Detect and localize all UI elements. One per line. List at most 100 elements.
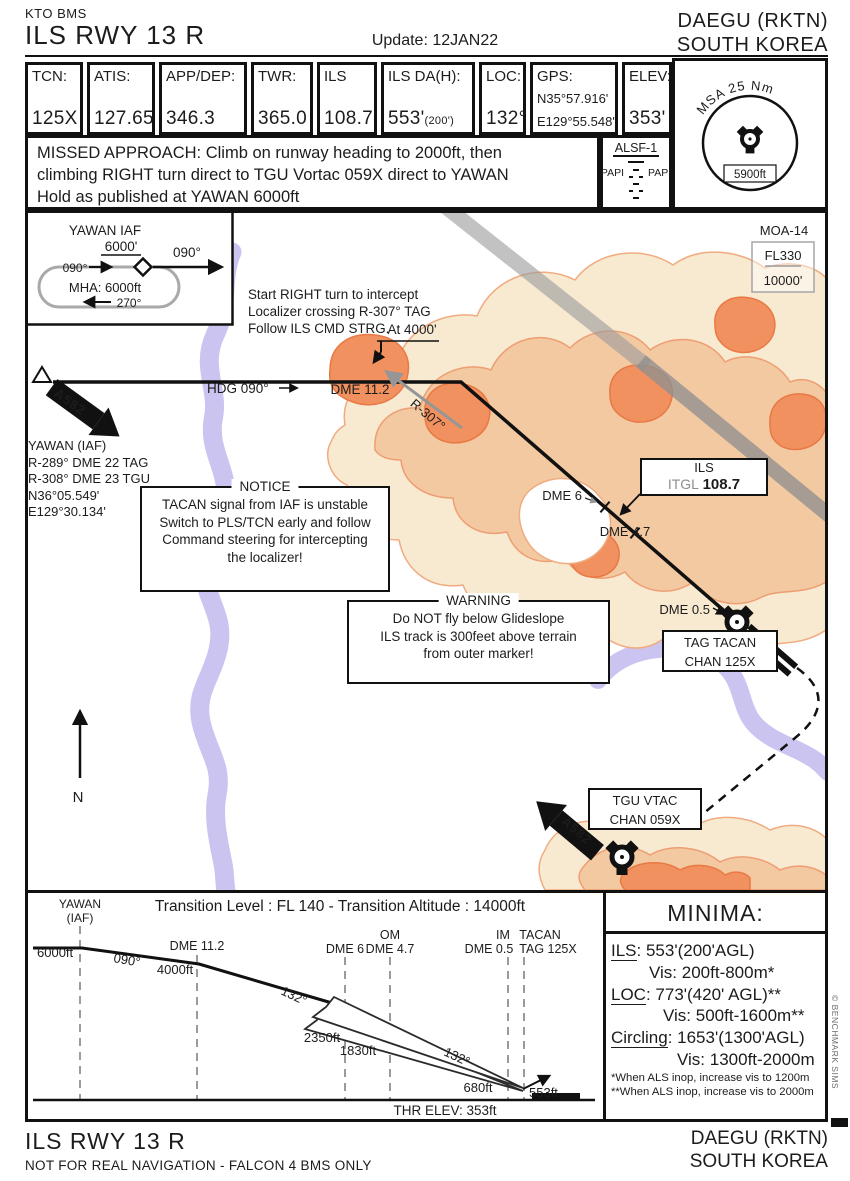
start-turn-note: Start RIGHT turn to intercept Localizer … bbox=[248, 286, 431, 337]
da-label: ILS DA(H): bbox=[388, 68, 461, 85]
north-label: N bbox=[73, 789, 84, 806]
ils-freq-box: ILS 108.7 bbox=[317, 62, 377, 135]
approach-track bbox=[53, 380, 739, 624]
notice-line1: TACAN signal from IAF is unstable bbox=[162, 497, 368, 512]
profile-runway-bar bbox=[532, 1093, 580, 1100]
update-date: Update: 12JAN22 bbox=[371, 32, 499, 49]
twr-label: TWR: bbox=[258, 68, 297, 85]
tgu-vtac-box: TGU VTAC CHAN 059X bbox=[588, 788, 702, 830]
minima-loc-value: : 773'(420' AGL)** bbox=[645, 984, 781, 1004]
elev-box: ELEV: 353' bbox=[622, 62, 672, 135]
moa-box: MOA-14 FL330 10000' bbox=[751, 223, 815, 293]
minima-circling-value: : 1653'(1300'AGL) bbox=[667, 1028, 805, 1047]
profile-tag125x: TAG 125X bbox=[519, 942, 577, 956]
gps-box: GPS: N35°57.916' E129°55.548' bbox=[530, 62, 618, 135]
tcn-label: TCN: bbox=[32, 68, 67, 85]
minima-circling-row: Circling: 1653'(1300'AGL) bbox=[611, 1027, 821, 1049]
notice-line3: Command steering for intercepting bbox=[162, 532, 368, 548]
ils-callout-ident: ITGL bbox=[667, 476, 699, 493]
tacan-icon bbox=[736, 125, 764, 154]
profile-dme47: DME 4.7 bbox=[366, 942, 415, 956]
gps-lon: E129°55.548' bbox=[537, 113, 615, 129]
dme47-tick bbox=[629, 527, 641, 539]
profile-dme05: DME 0.5 bbox=[465, 942, 514, 956]
ils-value: 108.7 bbox=[324, 108, 374, 129]
north-arrow: N bbox=[71, 708, 89, 806]
appdep-value: 346.3 bbox=[166, 108, 216, 129]
atis-box: ATIS: 127.65 bbox=[87, 62, 155, 135]
msa-circle bbox=[701, 94, 799, 192]
minima-loc-label: LOC bbox=[611, 984, 646, 1005]
plan-view-map: MOA-14 FL330 10000' YAWAN IAF 6000' 090°… bbox=[25, 210, 828, 893]
hold-exit-course: 090° bbox=[173, 245, 201, 260]
copyright-label: © BENCHMARK SIMS bbox=[830, 995, 840, 1090]
airway-corridor bbox=[437, 210, 828, 525]
iaf-info-block: YAWAN (IAF) R-289° DME 22 TAG R-308° DME… bbox=[28, 438, 150, 521]
moa-upper: FL330 bbox=[765, 248, 802, 263]
tcn-box: TCN: 125X bbox=[25, 62, 83, 135]
holding-inset: YAWAN IAF 6000' 090° 090° MHA: 6000ft 27… bbox=[25, 210, 234, 326]
minima-circling-label: Circling bbox=[611, 1028, 668, 1048]
hold-mha: MHA: 6000ft bbox=[69, 280, 142, 295]
hold-title: YAWAN IAF bbox=[69, 223, 141, 238]
hold-outbound-course: 270° bbox=[117, 296, 142, 310]
header-rule bbox=[25, 55, 828, 57]
iaf-radial-tag: R-289° DME 22 TAG bbox=[28, 454, 149, 470]
tag-tacan-box: TAG TACAN CHAN 125X bbox=[662, 630, 778, 672]
iaf-lon: E129°30.134' bbox=[28, 504, 106, 519]
tag-tacan-chan: CHAN 125X bbox=[684, 653, 756, 669]
missed-line2: climbing RIGHT turn direct to TGU Vortac… bbox=[37, 165, 509, 184]
profile-om: OM bbox=[380, 928, 400, 942]
atis-value: 127.65 bbox=[94, 108, 154, 129]
ils-callout-title: ILS bbox=[694, 460, 714, 475]
notice-line2: Switch to PLS/TCN early and follow bbox=[159, 514, 371, 530]
warning-line3: from outer marker! bbox=[423, 646, 534, 662]
start-turn-line1: Start RIGHT turn to intercept bbox=[248, 287, 419, 302]
alsf-ladder-icon bbox=[628, 161, 644, 199]
profile-yawan-label: YAWAN bbox=[59, 897, 101, 911]
minima-loc-vis: Vis: 500ft-1600m** bbox=[663, 1006, 805, 1026]
profile-view: Transition Level : FL 140 - Transition A… bbox=[25, 893, 828, 1122]
hold-inbound-course: 090° bbox=[63, 261, 88, 275]
gps-label: GPS: bbox=[537, 68, 573, 85]
footer-country: SOUTH KOREA bbox=[689, 1151, 828, 1172]
notice-line4: the localizer! bbox=[227, 550, 303, 566]
warning-box: WARNING Do NOT fly below Glideslope ILS … bbox=[347, 593, 610, 684]
profile-iaf-label: (IAF) bbox=[67, 911, 94, 925]
profile-descent-line bbox=[33, 946, 333, 1005]
missed-line1: MISSED APPROACH: Climb on runway heading… bbox=[37, 144, 502, 162]
ils-freq-callout: ILS ITGL 108.7 bbox=[640, 458, 768, 496]
loc-box: LOC: 132° bbox=[479, 62, 526, 135]
missed-climb-arrow bbox=[522, 1074, 552, 1090]
moa-lower: 10000' bbox=[764, 273, 803, 288]
warning-line2: ILS track is 300feet above terrain bbox=[380, 628, 577, 644]
hdg-label: HDG 090° bbox=[207, 381, 269, 396]
thr-elev-label: THR ELEV: 353ft bbox=[393, 1103, 496, 1118]
river-east bbox=[589, 639, 828, 781]
lighting-box: ALSF-1 PAPI PAPI bbox=[600, 135, 672, 210]
hold-altitude: 6000' bbox=[105, 239, 138, 254]
missed-approach-path bbox=[684, 666, 820, 830]
tcn-value: 125X bbox=[32, 108, 78, 129]
profile-crs090: 090° bbox=[112, 950, 141, 969]
dme6-label: DME 6 bbox=[542, 488, 582, 503]
profile-2350: 2350ft bbox=[304, 1030, 341, 1045]
warning-line1: Do NOT fly below Glideslope bbox=[392, 611, 565, 626]
ils-box-pointer bbox=[619, 493, 641, 516]
da-box: ILS DA(H): 553'(200') bbox=[381, 62, 475, 135]
profile-553: 553ft bbox=[529, 1085, 558, 1100]
corner-marker bbox=[831, 1118, 848, 1127]
profile-1830: 1830ft bbox=[340, 1043, 377, 1058]
atis-label: ATIS: bbox=[94, 68, 131, 85]
alsf-title: ALSF-1 bbox=[612, 141, 660, 157]
iaf-name: YAWAN (IAF) bbox=[28, 438, 107, 453]
papi-left-label: PAPI bbox=[600, 167, 624, 179]
minima-ils-row: ILS: 553'(200'AGL) bbox=[611, 940, 821, 962]
terrain bbox=[326, 251, 828, 891]
iaf-radial-tgu: R-308° DME 23 TGU bbox=[28, 471, 150, 486]
msa-altitude: 5900ft bbox=[734, 169, 767, 181]
iaf-triangle-icon bbox=[31, 365, 53, 383]
footer-airport: DAEGU (RKTN) bbox=[690, 1128, 828, 1149]
transition-label: Transition Level : FL 140 - Transition A… bbox=[155, 898, 526, 915]
